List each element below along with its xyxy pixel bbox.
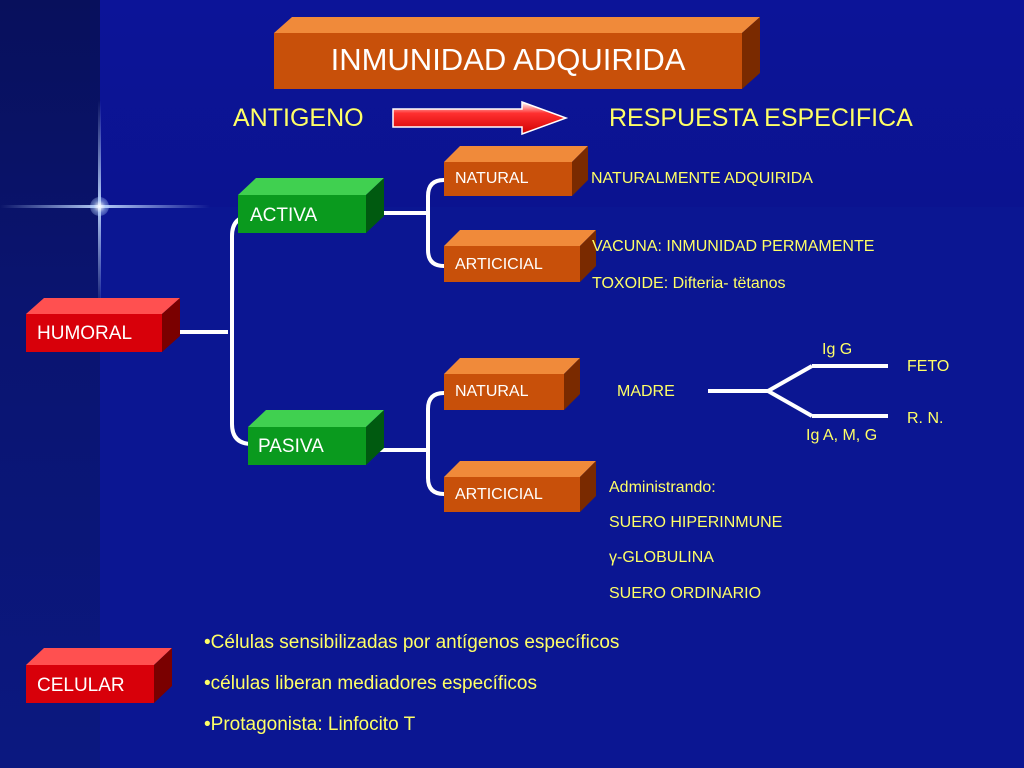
celular-bullet: •células liberan mediadores específicos <box>204 673 537 694</box>
flow-to-label: RESPUESTA ESPECIFICA <box>609 104 913 132</box>
toxoide-line: TOXOIDE: Difteria- tëtanos <box>592 275 786 292</box>
activa-label: ACTIVA <box>250 205 318 226</box>
flow-from-label: ANTIGENO <box>233 104 364 132</box>
suero-hiperinmune-label: SUERO HIPERINMUNE <box>609 514 783 531</box>
ig-g-label: Ig G <box>822 341 853 358</box>
flow-arrow <box>392 100 569 136</box>
rn-label: R. N. <box>907 410 944 427</box>
activa-articicial-box <box>444 230 596 282</box>
vacuna-line: VACUNA: INMUNIDAD PERMAMENTE <box>592 238 875 255</box>
celular-bullet: •Células sensibilizadas por antígenos es… <box>204 632 620 653</box>
activa-natural-label: NATURAL <box>455 170 529 187</box>
activa-box <box>238 178 384 233</box>
pasiva-box <box>248 410 384 465</box>
feto-label: FETO <box>907 358 950 375</box>
gamma-globulina-label: γ-GLOBULINA <box>609 549 714 566</box>
madre-label: MADRE <box>617 383 675 400</box>
page-title: INMUNIDAD ADQUIRIDA <box>330 42 686 77</box>
background-left-band <box>0 0 100 768</box>
pasiva-label: PASIVA <box>258 436 324 457</box>
suero-ordinario-label: SUERO ORDINARIO <box>609 585 762 602</box>
administrando-label: Administrando: <box>609 479 716 496</box>
humoral-label: HUMORAL <box>37 323 133 344</box>
activa-articicial-label: ARTICICIAL <box>455 256 543 273</box>
pasiva-natural-box <box>444 358 580 410</box>
sparkle-star-icon <box>90 197 109 216</box>
celular-bullet: •Protagonista: Linfocito T <box>204 714 416 735</box>
pasiva-articicial-label: ARTICICIAL <box>455 486 543 503</box>
activa-natural-desc: NATURALMENTE ADQUIRIDA <box>591 170 813 187</box>
title-box <box>274 17 760 89</box>
pasiva-natural-label: NATURAL <box>455 383 529 400</box>
celular-box <box>26 648 172 703</box>
celular-label: CELULAR <box>37 675 125 696</box>
humoral-box <box>26 298 180 352</box>
pasiva-articicial-box <box>444 461 596 512</box>
ig-amg-label: Ig A, M, G <box>806 427 878 444</box>
activa-natural-box <box>444 146 588 196</box>
